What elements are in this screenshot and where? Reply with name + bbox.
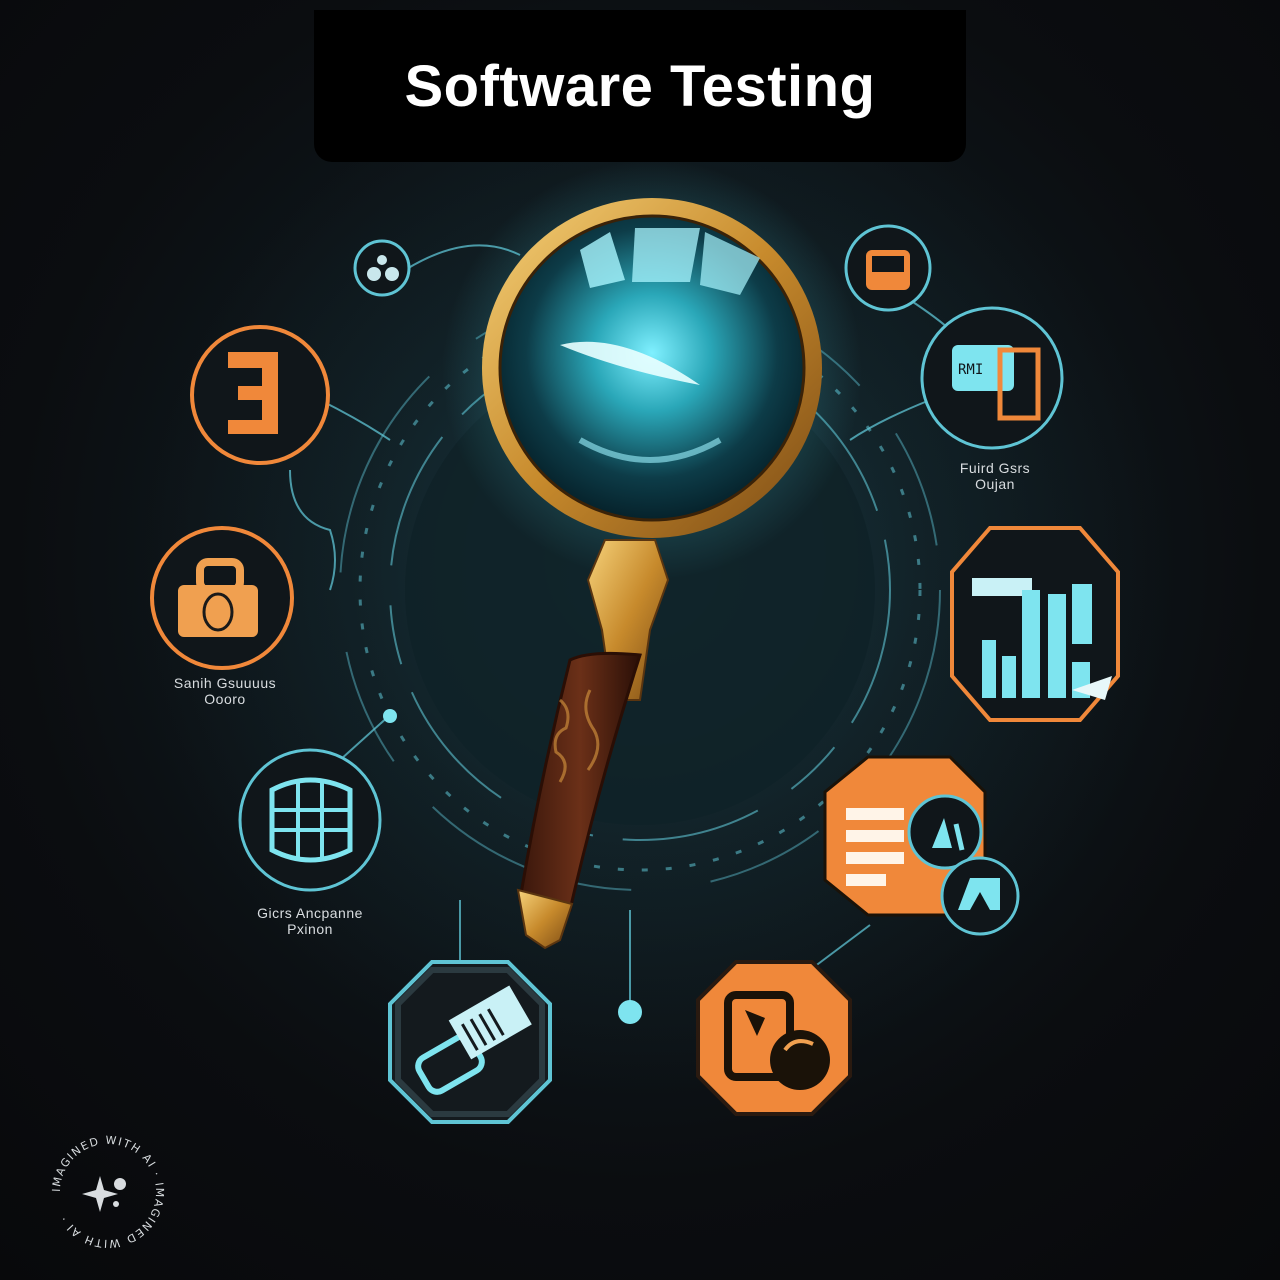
caption-left-low-line1: Gicrs Ancpanne (257, 905, 363, 921)
connector-node-small (383, 709, 397, 723)
caption-left-mid-line2: Oooro (204, 691, 246, 707)
caption-left-low-line2: Pxinon (287, 921, 333, 937)
bar-chart-icon (950, 526, 1120, 722)
server-icon: RMI (920, 306, 1064, 450)
number-three-icon (190, 325, 330, 465)
orbit-ring-outer (339, 289, 941, 891)
monitor-icon (844, 224, 932, 312)
wrench-icon (388, 960, 552, 1124)
caption-left-mid: Sanih Gsuuuus Oooro (140, 675, 310, 707)
caption-right-top-line2: Oujan (975, 476, 1015, 492)
connector-node (618, 1000, 642, 1024)
globe-icon (238, 748, 382, 892)
caption-left-low: Gicrs Ancpanne Pxinon (215, 905, 405, 937)
eyes-icon (353, 239, 411, 297)
title-banner: Software Testing (314, 10, 966, 162)
document-device-icon (696, 960, 852, 1116)
orbit-ring-dotted (358, 308, 922, 872)
caption-right-top-line1: Fuird Gsrs (959, 460, 1031, 476)
page-title: Software Testing (404, 53, 876, 119)
ai-watermark-icon: IMAGINED WITH AI · IMAGINED WITH AI · (50, 1134, 165, 1251)
caption-right-top: Fuird Gsrs Oujan (925, 460, 1065, 492)
shopping-bag-icon (150, 526, 294, 670)
folder-icon (940, 856, 1020, 936)
svg-text:RMI: RMI (958, 362, 983, 378)
play-icon (907, 794, 983, 870)
magnifying-glass-icon (482, 198, 822, 950)
caption-left-mid-line1: Sanih Gsuuuus (173, 675, 277, 691)
